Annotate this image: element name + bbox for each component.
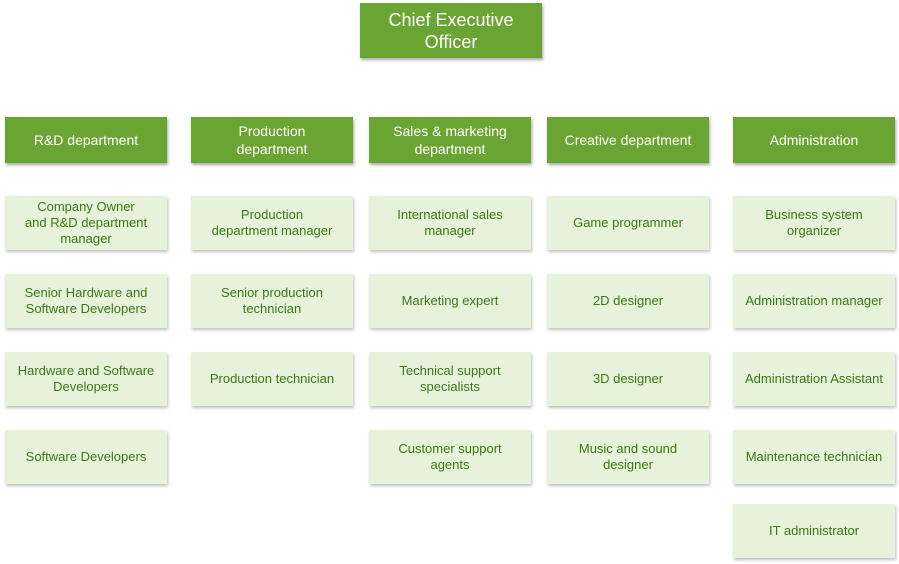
- dept-header-sales-marketing: Sales & marketing department: [369, 117, 531, 163]
- role-box: Customer support agents: [369, 430, 531, 484]
- role-box: Production department manager: [191, 196, 353, 250]
- role-box: Maintenance technician: [733, 430, 895, 484]
- role-box: Software Developers: [5, 430, 167, 484]
- role-box: Marketing expert: [369, 274, 531, 328]
- role-box: Hardware and Software Developers: [5, 352, 167, 406]
- role-box: Senior production technician: [191, 274, 353, 328]
- role-box: Business system organizer: [733, 196, 895, 250]
- role-box: 3D designer: [547, 352, 709, 406]
- role-box: Administration Assistant: [733, 352, 895, 406]
- role-box: 2D designer: [547, 274, 709, 328]
- dept-header-creative: Creative department: [547, 117, 709, 163]
- role-box: International sales manager: [369, 196, 531, 250]
- role-box: Administration manager: [733, 274, 895, 328]
- role-box: Production technician: [191, 352, 353, 406]
- role-box: Music and sound designer: [547, 430, 709, 484]
- role-box: Technical support specialists: [369, 352, 531, 406]
- role-box: Senior Hardware and Software Developers: [5, 274, 167, 328]
- role-box: IT administrator: [733, 504, 895, 558]
- dept-header-administration: Administration: [733, 117, 895, 163]
- role-box: Company Owner and R&D department manager: [5, 196, 167, 250]
- role-box: Game programmer: [547, 196, 709, 250]
- ceo-box: Chief Executive Officer: [360, 3, 542, 58]
- dept-header-production: Production department: [191, 117, 353, 163]
- dept-header-rnd: R&D department: [5, 117, 167, 163]
